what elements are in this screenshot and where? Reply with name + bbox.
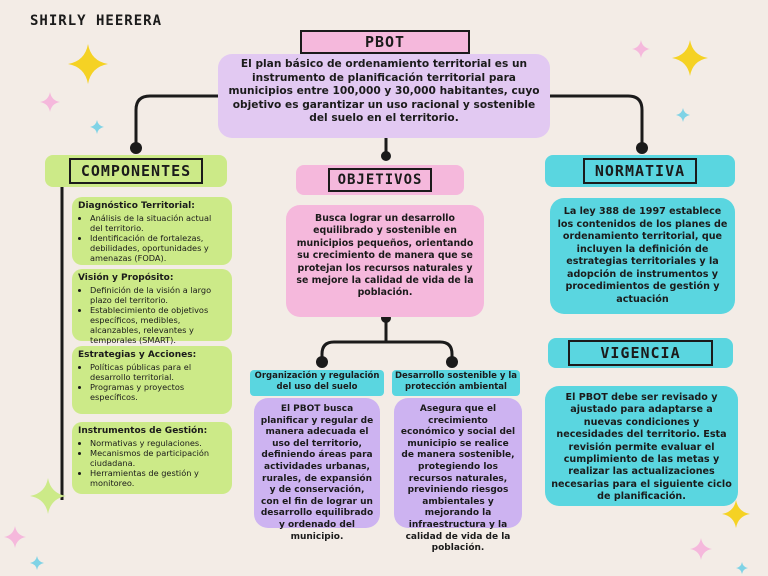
sparkle-yellow-icon [672,40,708,76]
card-heading: Visión y Propósito: [78,273,174,283]
sparkle-pink-icon [40,92,60,112]
componentes-card: Diagnóstico Territorial: Análisis de la … [72,197,232,265]
organizacion-title: Organización y regulación del uso del su… [250,370,384,396]
componentes-card: Instrumentos de Gestión: Normativas y re… [72,422,232,494]
node-dot [446,356,458,368]
node-dot [636,142,648,154]
author-name: SHIRLY HEERERA [30,13,163,29]
sparkle-blue-icon [30,556,44,570]
card-item: Mecanismos de participación ciudadana. [90,448,226,468]
sparkle-blue-icon [90,120,104,134]
objetivos-description: Busca lograr un desarrollo equilibrado y… [286,205,484,317]
sparkle-yellow-icon [68,44,108,84]
card-item: Establecimiento de objetivos específicos… [90,305,226,345]
card-item: Herramientas de gestión y monitoreo. [90,468,226,488]
desarrollo-title: Desarrollo sostenible y la protección am… [392,370,520,396]
pbot-description: El plan básico de ordenamiento territori… [218,54,550,138]
card-item: Normativas y regulaciones. [90,438,226,448]
normativa-title-label: NORMATIVA [582,158,698,184]
sparkle-pink-icon [4,526,26,548]
sparkle-pink-icon [690,538,712,560]
sparkle-pink-icon [632,40,650,58]
card-item: Análisis de la situación actual del terr… [90,213,226,233]
objetivos-title: OBJETIVOS [296,165,464,195]
card-item: Políticas públicas para el desarrollo te… [90,362,226,382]
vigencia-description: El PBOT debe ser revisado y ajustado par… [545,386,738,506]
objetivos-title-label: OBJETIVOS [327,168,433,192]
card-heading: Instrumentos de Gestión: [78,426,208,436]
connector-componentes [134,94,218,148]
connector-objetivos-sub [320,318,454,364]
pbot-title: PBOT [300,30,470,54]
componentes-title-label: COMPONENTES [68,158,204,184]
card-item: Programas y proyectos específicos. [90,382,226,402]
sparkle-blue-icon [736,562,748,574]
normativa-description: La ley 388 de 1997 establece los conteni… [550,198,735,314]
connector-normativa [550,94,644,148]
sparkle-green-icon [30,478,66,514]
organizacion-description: El PBOT busca planificar y regular de ma… [254,398,380,542]
vigencia-title: VIGENCIA [548,338,733,368]
node-dot [316,356,328,368]
card-item: Identificación de fortalezas, debilidade… [90,233,226,263]
card-item: Definición de la visión a largo plazo de… [90,285,226,305]
node-dot [130,142,142,154]
componentes-card: Estrategias y Acciones: Políticas públic… [72,346,232,414]
componentes-card: Visión y Propósito: Definición de la vis… [72,269,232,345]
sparkle-blue-icon [676,108,690,122]
sparkle-yellow-icon [722,500,750,528]
desarrollo-description: Asegura que el crecimiento económico y s… [394,398,522,553]
vigencia-title-label: VIGENCIA [568,340,713,366]
card-heading: Estrategias y Acciones: [78,350,197,360]
node-dot [381,151,391,161]
normativa-title: NORMATIVA [545,155,735,187]
card-heading: Diagnóstico Territorial: [78,201,195,211]
componentes-title: COMPONENTES [45,155,227,187]
